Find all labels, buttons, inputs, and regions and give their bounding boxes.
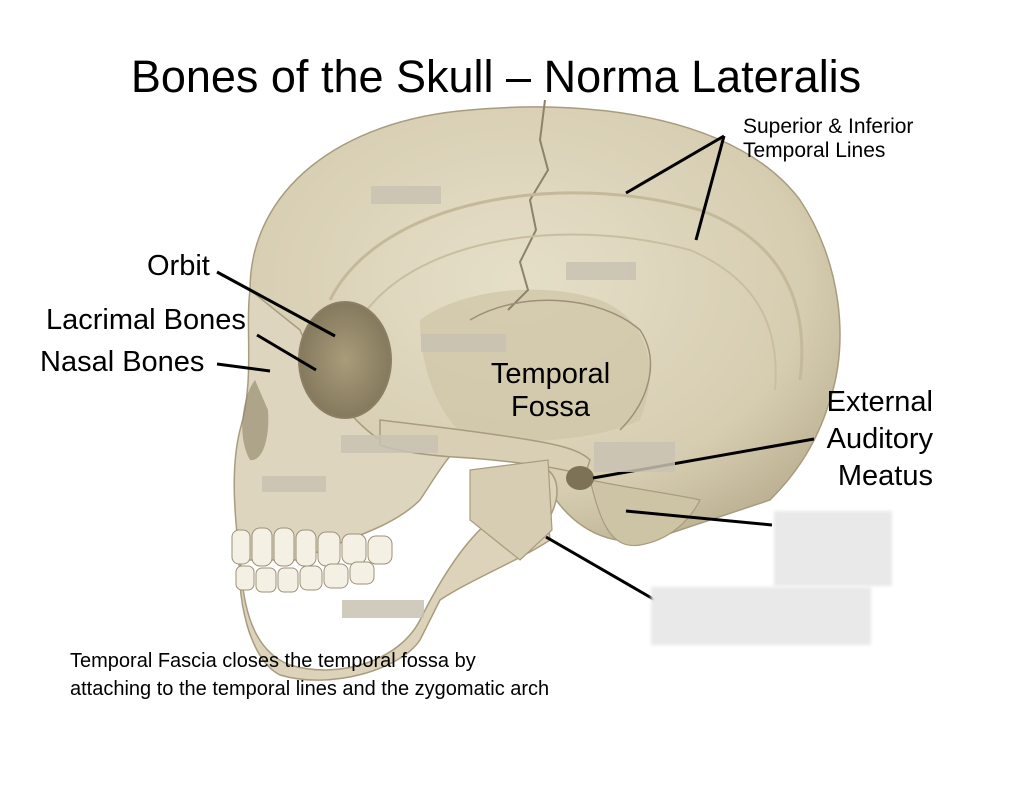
label-lacrimal-bones: Lacrimal Bones xyxy=(46,304,246,336)
temporal-fascia-note: Temporal Fascia closes the temporal foss… xyxy=(70,648,549,703)
leader-orbit xyxy=(216,270,336,338)
temporal-line-superior xyxy=(328,191,804,381)
blank-label-parietal xyxy=(566,262,636,280)
leader-styloid xyxy=(545,535,656,602)
mandible xyxy=(238,468,558,681)
squamous-suture xyxy=(469,299,652,431)
label-temporal-lines-line1: Superior & Inferior xyxy=(743,115,914,138)
leader-mastoid xyxy=(625,509,773,527)
label-eam-line2: Auditory xyxy=(826,422,933,455)
leader-lacrimal xyxy=(256,333,317,372)
label-orbit: Orbit xyxy=(147,250,210,282)
blank-label-temporal xyxy=(594,442,675,472)
teeth xyxy=(231,527,393,593)
mandible-ramus xyxy=(469,459,553,561)
label-temporal-lines: Superior & Inferior Temporal Lines xyxy=(743,115,913,163)
temporal-fossa-region xyxy=(420,289,650,442)
blank-label-mastoid xyxy=(774,511,892,586)
label-temporal-lines-line2: Temporal Lines xyxy=(743,139,886,163)
blank-label-sphenoid xyxy=(421,334,506,352)
blank-label-styloid xyxy=(651,587,871,645)
label-eam-line3: Meatus xyxy=(837,459,933,492)
external-auditory-meatus xyxy=(566,466,594,490)
leader-lines xyxy=(216,134,815,602)
blank-label-zygomatic xyxy=(341,435,438,453)
note-line-1: Temporal Fascia closes the temporal foss… xyxy=(70,650,476,672)
coronal-suture xyxy=(507,99,550,311)
label-temporal-fossa-line1: Temporal xyxy=(490,358,611,390)
blank-label-frontal xyxy=(371,186,441,204)
nasal-aperture xyxy=(242,380,269,461)
leader-temporal-lines-a xyxy=(625,134,725,195)
temporal-line-inferior xyxy=(359,233,777,391)
note-line-2: attaching to the temporal lines and the … xyxy=(70,677,550,700)
label-nasal-bones: Nasal Bones xyxy=(40,346,205,378)
blank-label-maxilla xyxy=(262,476,326,492)
page-title: Bones of the Skull – Norma Lateralis xyxy=(130,51,862,102)
leader-temporal-lines-b xyxy=(694,135,726,241)
blank-label-mandible xyxy=(342,600,424,618)
label-temporal-fossa: Temporal Fossa xyxy=(487,358,614,425)
label-external-auditory-meatus: External Auditory Meatus xyxy=(812,384,933,494)
label-temporal-fossa-line2: Fossa xyxy=(511,391,590,424)
label-eam-line1: External xyxy=(826,386,933,418)
orbit-cavity xyxy=(298,301,392,419)
leader-nasal xyxy=(216,362,271,373)
